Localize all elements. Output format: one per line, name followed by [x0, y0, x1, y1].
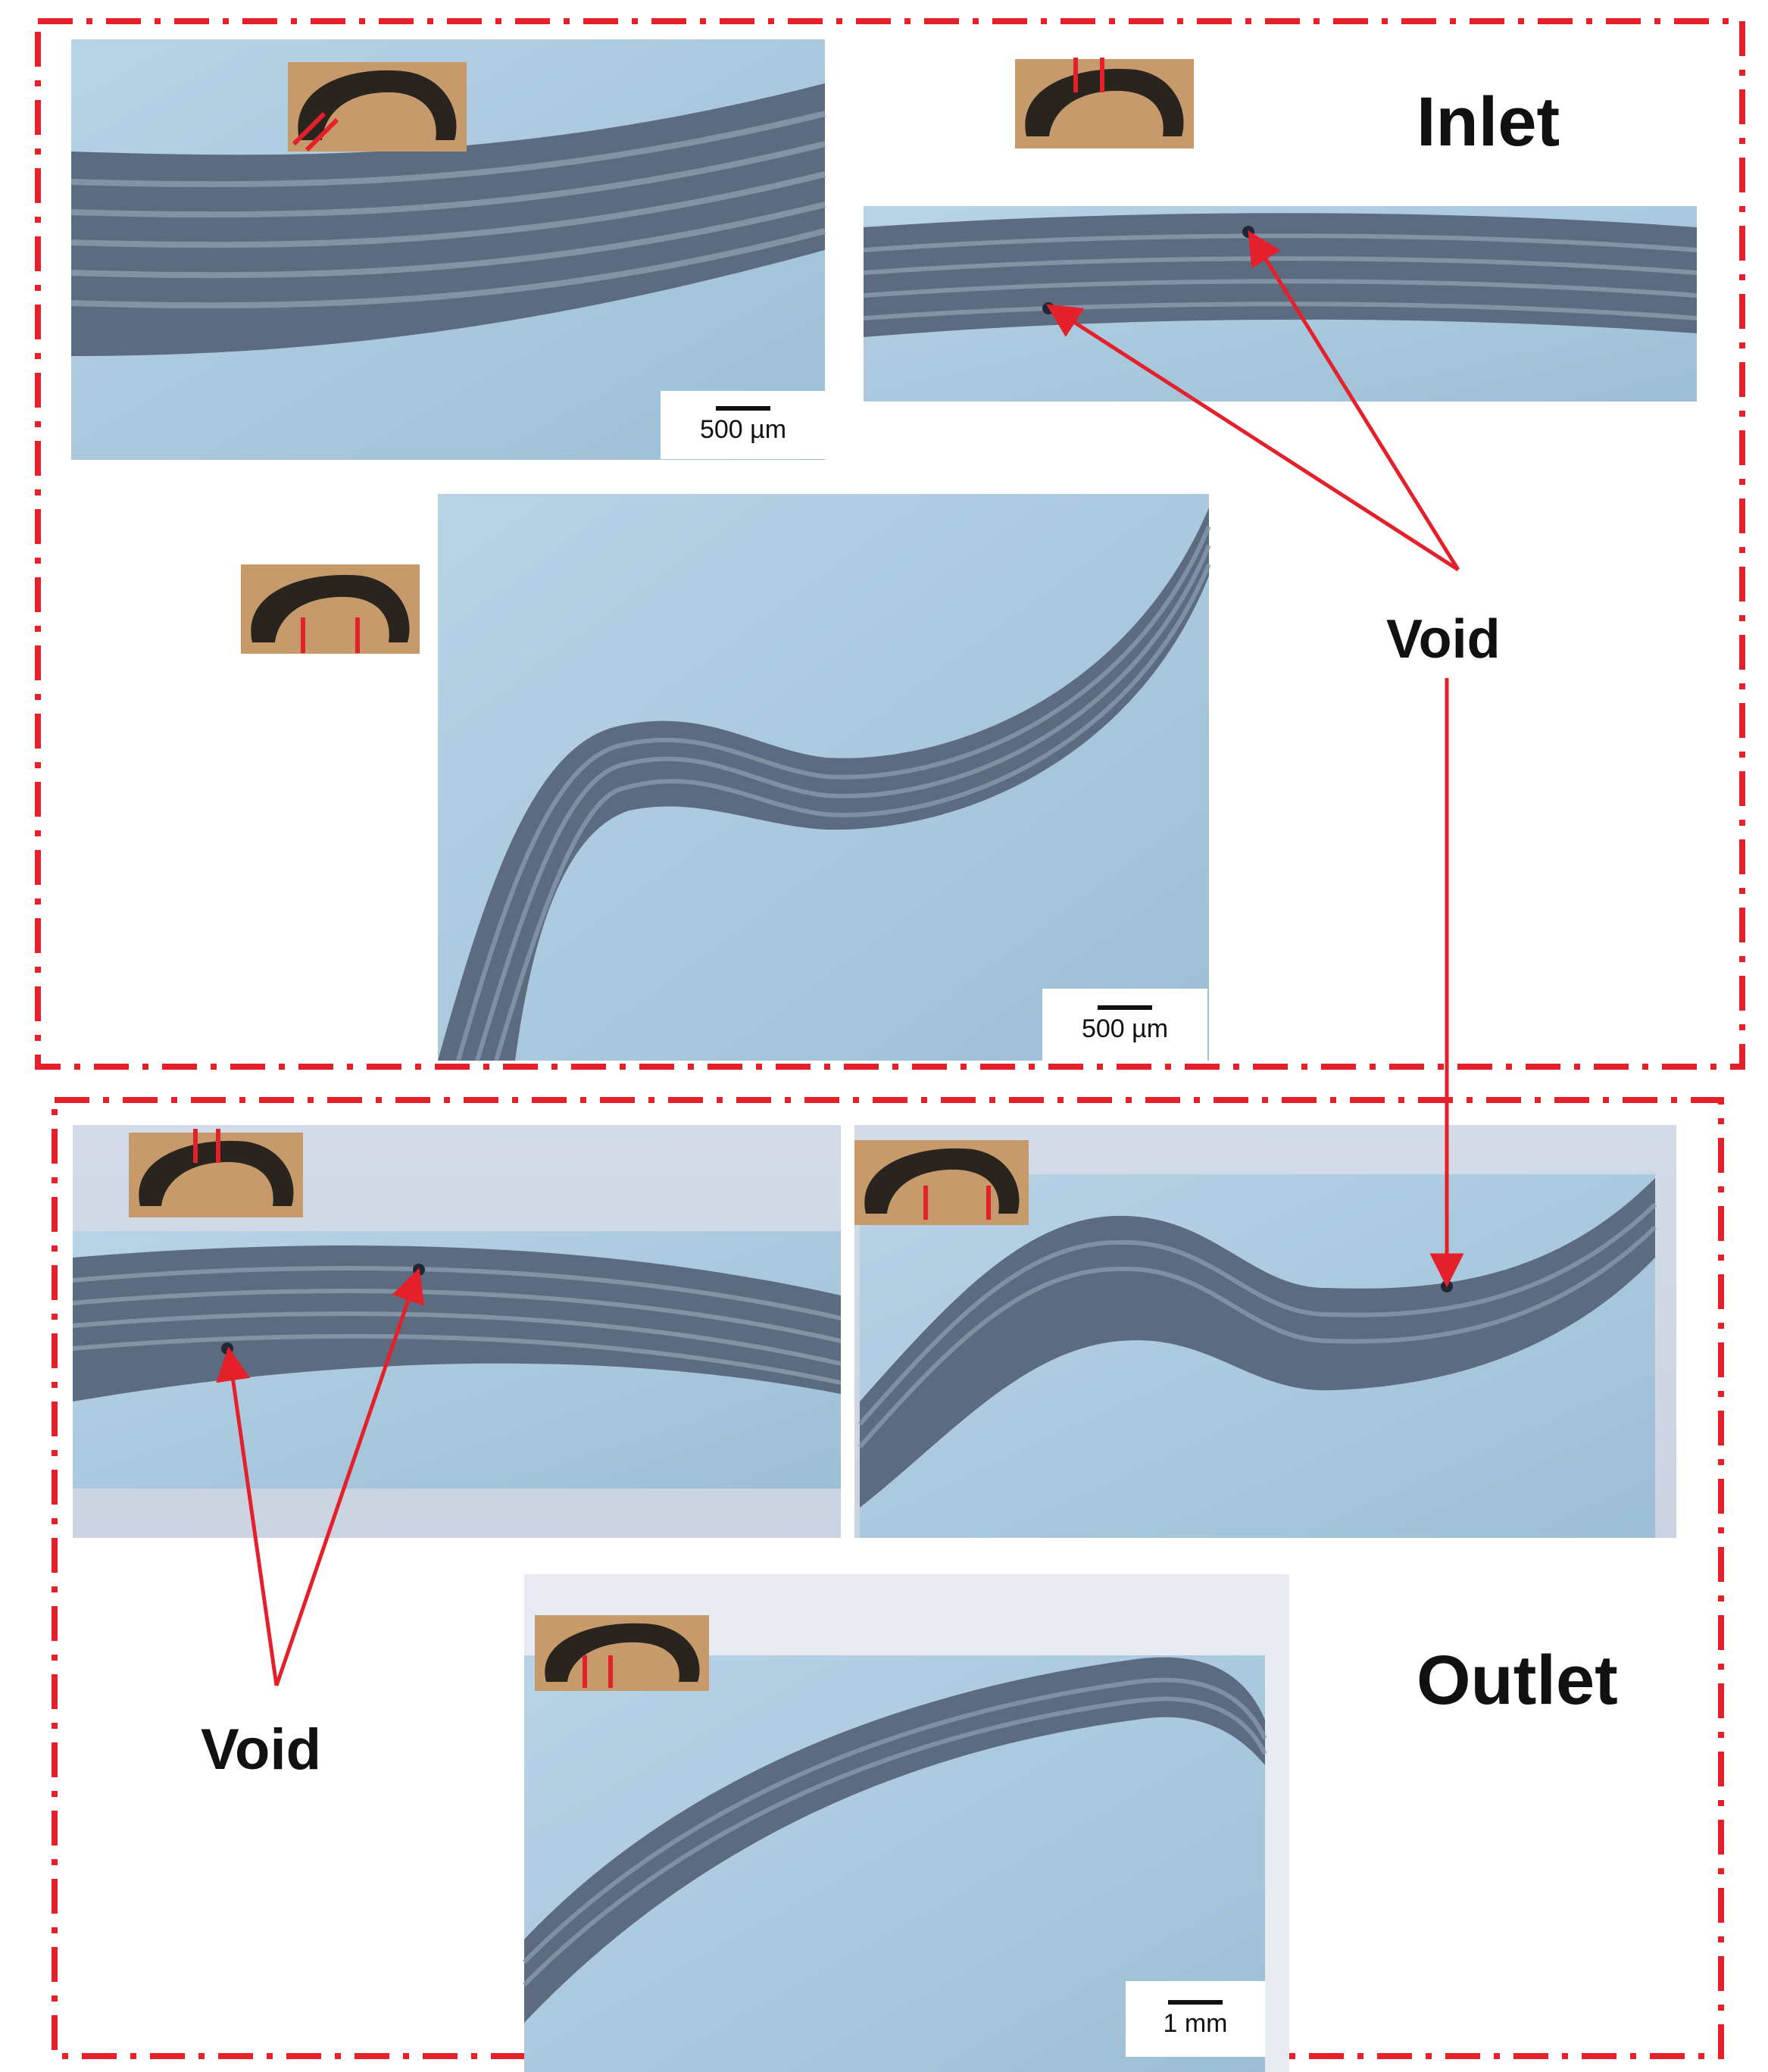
scale-bar-line: [1168, 1999, 1223, 2005]
micrograph-outlet-right: [854, 1125, 1676, 1538]
micrograph-inlet-right: [863, 206, 1698, 402]
specimen-inset-icon: [288, 62, 467, 152]
micrograph-inlet-center: [438, 494, 1211, 1061]
scale-bar-middle: 500 µm: [1042, 989, 1207, 1061]
void-arrows-upper: [1046, 230, 1464, 1288]
scale-bar-line: [716, 405, 770, 411]
scale-bar-top-left: 500 µm: [661, 391, 826, 459]
specimen-inset-icon: [129, 1129, 303, 1217]
scale-bar-bottom: 1 mm: [1126, 1981, 1265, 2057]
specimen-inset-icon: [854, 1140, 1029, 1225]
inlet-frame: [35, 18, 1745, 1070]
inlet-label: Inlet: [1417, 83, 1560, 161]
specimen-inset-icon: [1015, 58, 1194, 148]
scale-bar-text: 1 mm: [1163, 2008, 1228, 2038]
void-arrows-lower: [216, 1267, 425, 1686]
micrograph-outlet-left: [72, 1125, 842, 1538]
scale-bar-line: [1098, 1005, 1152, 1010]
outlet-label: Outlet: [1417, 1642, 1618, 1719]
outlet-frame: [52, 1097, 1724, 2059]
scale-bar-text: 500 µm: [1081, 1014, 1169, 1043]
void-label-lower: Void: [201, 1717, 322, 1782]
void-label-upper: Void: [1386, 609, 1501, 670]
scale-bar-text: 500 µm: [699, 414, 787, 444]
specimen-inset-icon: [241, 564, 420, 654]
specimen-inset-icon: [535, 1615, 709, 1691]
